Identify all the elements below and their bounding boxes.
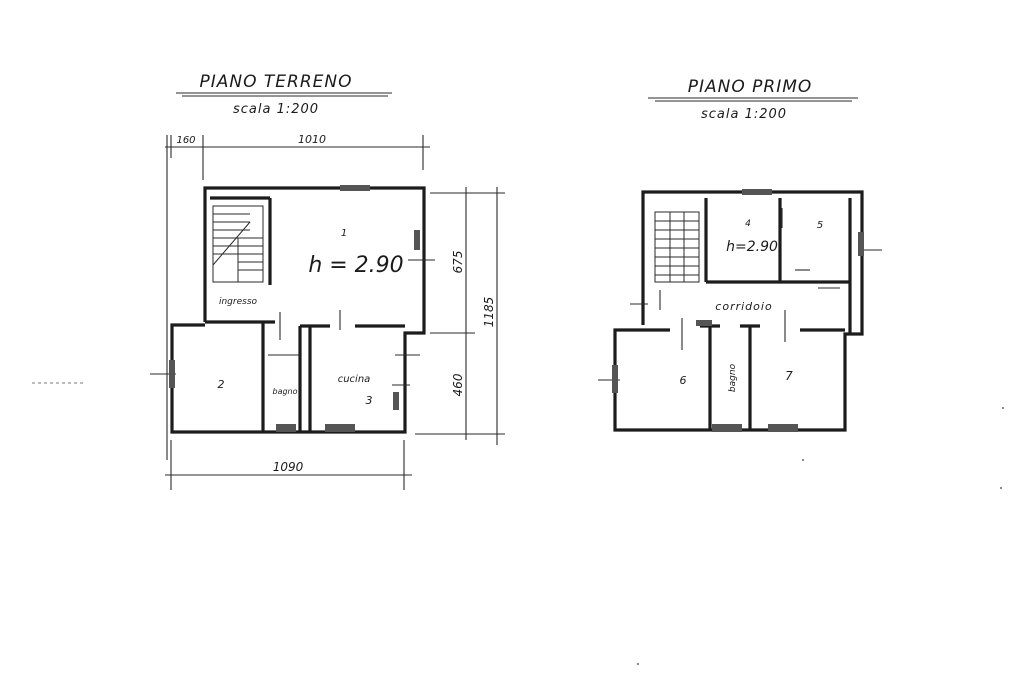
ground-bathroom-label: bagno [272,387,297,396]
first-room-6-number: 6 [680,374,687,387]
dim-lower-depth: 460 [451,373,465,396]
first-corridor-label: corridoio [715,300,772,313]
first-room-4-number: 4 [745,219,751,229]
ground-floor-dimension-lines [165,135,505,490]
first-room-7-number: 7 [785,369,793,383]
first-floor-staircase [654,211,700,283]
first-floor-scale: scala 1:200 [701,107,787,122]
first-floor-title: PIANO PRIMO [688,77,813,97]
ground-room-2-number: 2 [218,378,225,391]
dim-top-width: 1010 [298,133,326,146]
first-floor-height-label: h=2.90 [726,239,778,255]
ground-entrance-label: ingresso [219,297,258,307]
ground-room-3-number: 3 [366,394,373,407]
ground-floor-windows [169,185,420,432]
dim-total-depth: 1185 [482,297,496,328]
dim-bottom-width: 1090 [273,460,304,474]
first-room-5-number: 5 [817,220,823,231]
first-bathroom-label: bagno [728,363,738,392]
dim-left-offset: 160 [176,135,195,146]
dim-upper-depth: 675 [451,251,465,274]
ground-floor-scale: scala 1:200 [233,102,319,117]
first-floor-windows [612,189,864,432]
ground-floor-staircase [212,205,264,283]
ground-floor-title: PIANO TERRENO [200,72,353,92]
first-floor-walls [598,190,882,432]
ground-floor-height-label: h = 2.90 [308,253,403,278]
ground-kitchen-label: cucina [338,374,371,385]
scan-specks [637,407,1004,665]
ground-room-1-number: 1 [341,228,347,239]
